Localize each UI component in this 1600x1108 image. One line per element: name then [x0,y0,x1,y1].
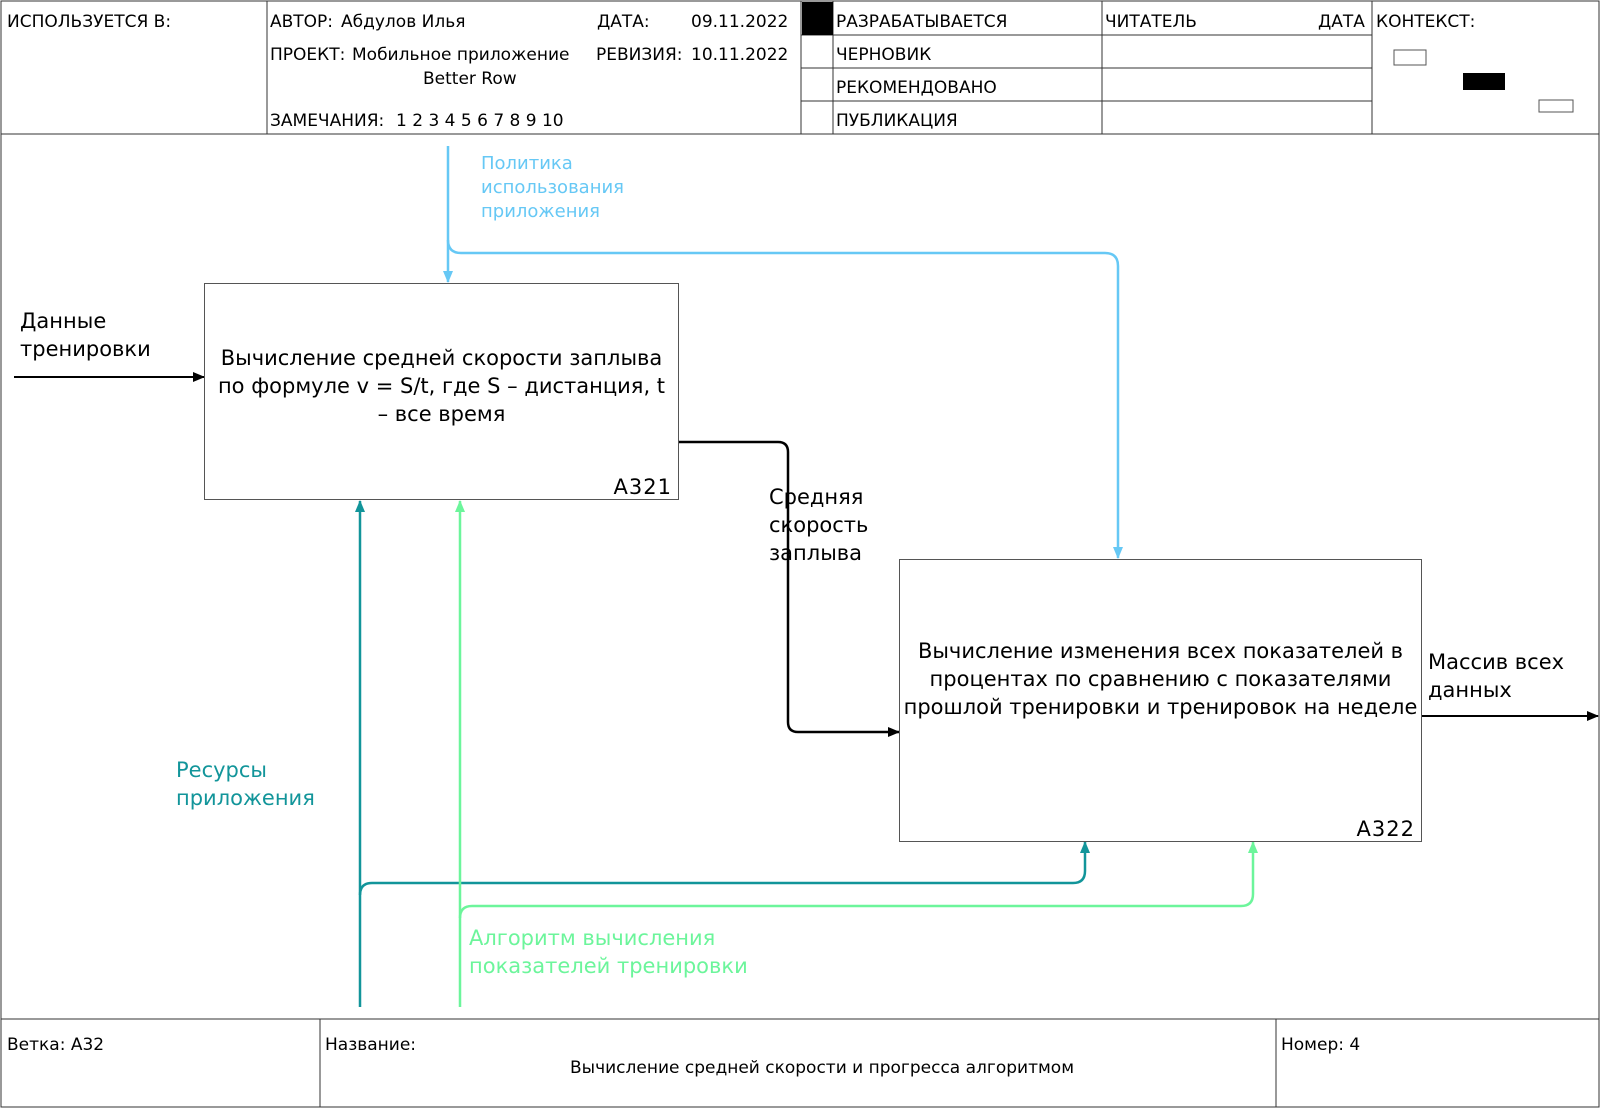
label-mechanism-algorithm: Алгоритм вычисления показателей трениров… [469,926,748,978]
label-mechanism-resources: Ресурсы приложения [176,758,315,810]
context-box-current-icon [1463,73,1505,90]
node-value: A32 [70,1035,105,1055]
notes-value: 1 2 3 4 5 6 7 8 9 10 [396,111,564,131]
status-marker [802,2,833,35]
used-in-label: ИСПОЛЬЗУЕТСЯ В: [7,12,172,32]
context-box-icon [1393,49,1427,66]
author-value: Абдулов Илья [341,12,466,32]
activity-box-text: Вычисление изменения всех показателей в … [903,639,1418,719]
notes-label: ЗАМЕЧАНИЯ: [270,111,385,131]
arrow-mechanism-algorithm-a322 [458,841,1258,919]
arrow-control-policy-a322 [446,239,1123,559]
project-value-line1: Мобильное приложение [352,45,570,65]
activity-box-a322[interactable]: Вычисление изменения всех показателей в … [899,559,1422,842]
context-label: КОНТЕКСТ: [1376,12,1476,32]
status-recommended: РЕКОМЕНДОВАНО [836,78,997,98]
node-label: Ветка: A32 [7,1035,105,1055]
project-value-line2: Better Row [423,69,517,89]
label-avg-speed: Средняя скорость заплыва [769,485,869,565]
date-label: ДАТА: [597,12,650,32]
author-label: АВТОР: [270,12,334,32]
date-value: 09.11.2022 [691,12,789,32]
project-label: ПРОЕКТ: [270,45,346,65]
title-label: Название: [325,1035,417,1055]
status-publication: ПУБЛИКАЦИЯ [836,111,958,131]
activity-box-id: A322 [1356,817,1415,841]
context-box-icon [1538,99,1574,113]
status-draft: ЧЕРНОВИК [836,45,932,65]
label-control-policy: Политика использования приложения [481,153,625,222]
activity-box-a321[interactable]: Вычисление средней скорости заплыва по ф… [204,283,679,500]
revision-value: 10.11.2022 [691,45,789,65]
label-input-training-data: Данные тренировки [20,309,151,361]
diagram-title: Вычисление средней скорости и прогресса … [570,1058,1075,1078]
activity-box-text: Вычисление средней скорости заплыва по ф… [217,346,666,426]
label-output-all-data: Массив всех данных [1428,650,1565,702]
number-label: Номер: 4 [1281,1035,1361,1055]
activity-box-id: A321 [613,475,672,499]
revision-label: РЕВИЗИЯ: [596,45,683,65]
reader-date-label: ДАТА [1318,12,1365,32]
arrow-avg-speed [679,440,900,737]
reader-label: ЧИТАТЕЛЬ [1105,12,1197,32]
arrow-mechanism-resources-a322 [358,841,1090,896]
status-working: РАЗРАБАТЫВАЕТСЯ [836,12,1008,32]
number-value: 4 [1349,1035,1361,1055]
